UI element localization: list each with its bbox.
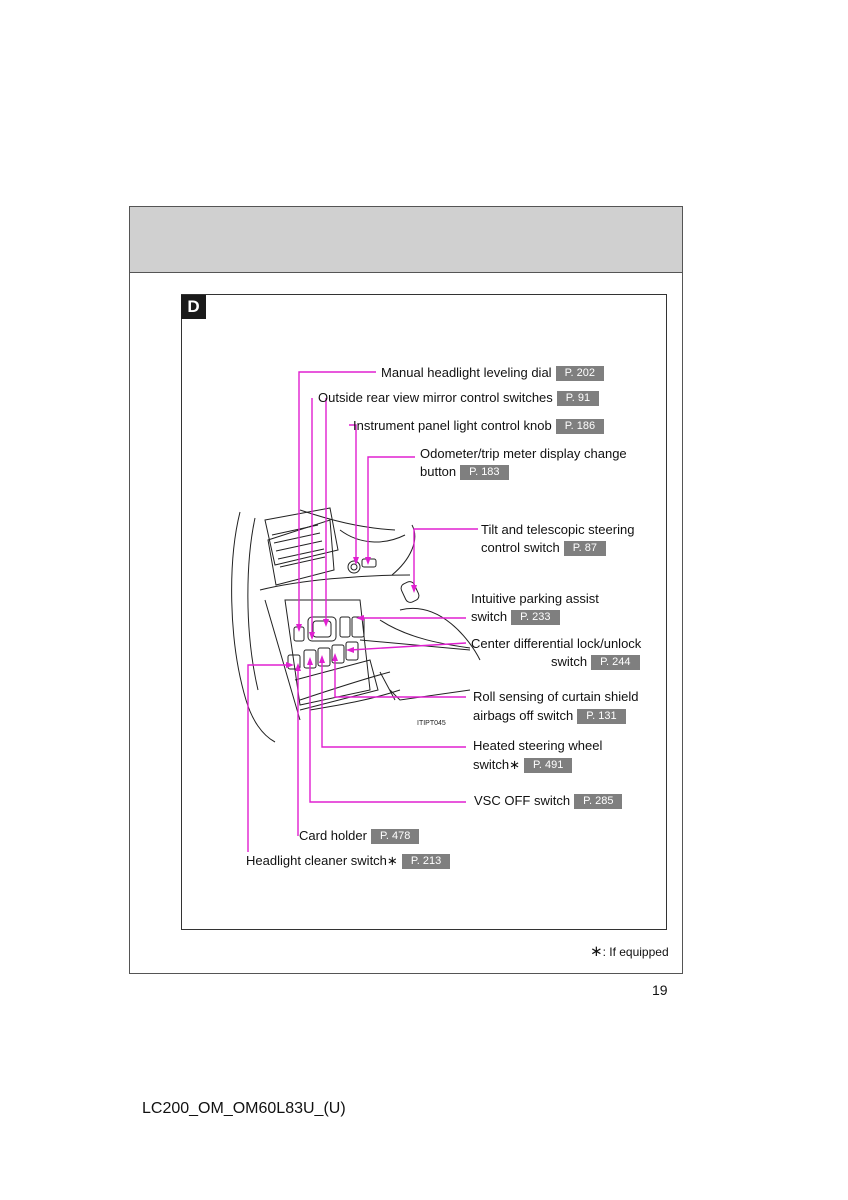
footnote-text: : If equipped: [602, 945, 669, 959]
callout-heated-wheel: Heated steering wheel: [473, 737, 602, 755]
page-ref-link[interactable]: P. 491: [524, 758, 573, 773]
page-ref-link[interactable]: P. 91: [556, 391, 600, 406]
callout-text: switch: [471, 609, 508, 624]
callout-text: Card holder: [299, 828, 367, 843]
page-ref-link[interactable]: P. 213: [401, 854, 451, 869]
page-number: 19: [652, 982, 668, 998]
callout-text: Headlight cleaner switch∗: [246, 853, 398, 868]
callout-center-diff: Center differential lock/unlock: [471, 635, 641, 653]
callout-parking-assist: Intuitive parking assist: [471, 590, 599, 608]
footnote: ∗: If equipped: [590, 942, 669, 960]
header-band: [130, 207, 682, 273]
asterisk-icon: ∗: [590, 943, 603, 960]
section-badge: D: [181, 295, 206, 319]
image-code: ITIPT045: [417, 720, 446, 727]
callout-text: control switch: [481, 540, 560, 555]
callout-text: Intuitive parking assist: [471, 591, 599, 606]
callout-mirror-switches: Outside rear view mirror control switche…: [318, 389, 600, 407]
page-ref-link[interactable]: P. 183: [460, 465, 509, 480]
document-code: LC200_OM_OM60L83U_(U): [142, 1100, 346, 1117]
callout-text: Heated steering wheel: [473, 738, 603, 753]
page-ref-link[interactable]: P. 186: [555, 419, 605, 434]
callout-text: switch: [551, 654, 588, 669]
callout-text: Tilt and telescopic steering: [481, 522, 635, 537]
callout-text: Center differential lock/unlock: [471, 636, 642, 651]
page-ref-link[interactable]: P. 87: [563, 541, 607, 556]
page-ref-link[interactable]: P. 244: [591, 655, 640, 670]
callout-tilt-telescopic: Tilt and telescopic steering: [481, 521, 634, 539]
page-ref-link[interactable]: P. 202: [555, 366, 604, 381]
page-ref-link[interactable]: P. 233: [511, 610, 560, 625]
page-ref-link[interactable]: P. 131: [577, 709, 626, 724]
callout-text: airbags off switch: [473, 708, 574, 723]
callout-text: Instrument panel light control knob: [353, 418, 552, 433]
page-ref-link[interactable]: P. 285: [574, 794, 623, 809]
callout-text: switch∗: [473, 757, 521, 772]
callout-odometer-button: Odometer/trip meter display change: [420, 445, 627, 463]
callout-heated-wheel-line2: switch∗P. 491: [473, 756, 573, 774]
callout-headlight-cleaner: Headlight cleaner switch∗P. 213: [246, 852, 451, 870]
figure-box: [181, 294, 667, 930]
callout-text: Outside rear view mirror control switche…: [318, 390, 553, 405]
callout-roll-sensing: Roll sensing of curtain shield: [473, 688, 638, 706]
page-ref-link[interactable]: P. 478: [370, 829, 420, 844]
callout-text: Odometer/trip meter display change: [420, 446, 627, 461]
callout-text: VSC OFF switch: [474, 793, 571, 808]
page-frame: [129, 206, 683, 974]
callout-text: button: [420, 464, 457, 479]
callout-text: Manual headlight leveling dial: [381, 365, 552, 380]
callout-text: Roll sensing of curtain shield: [473, 689, 639, 704]
